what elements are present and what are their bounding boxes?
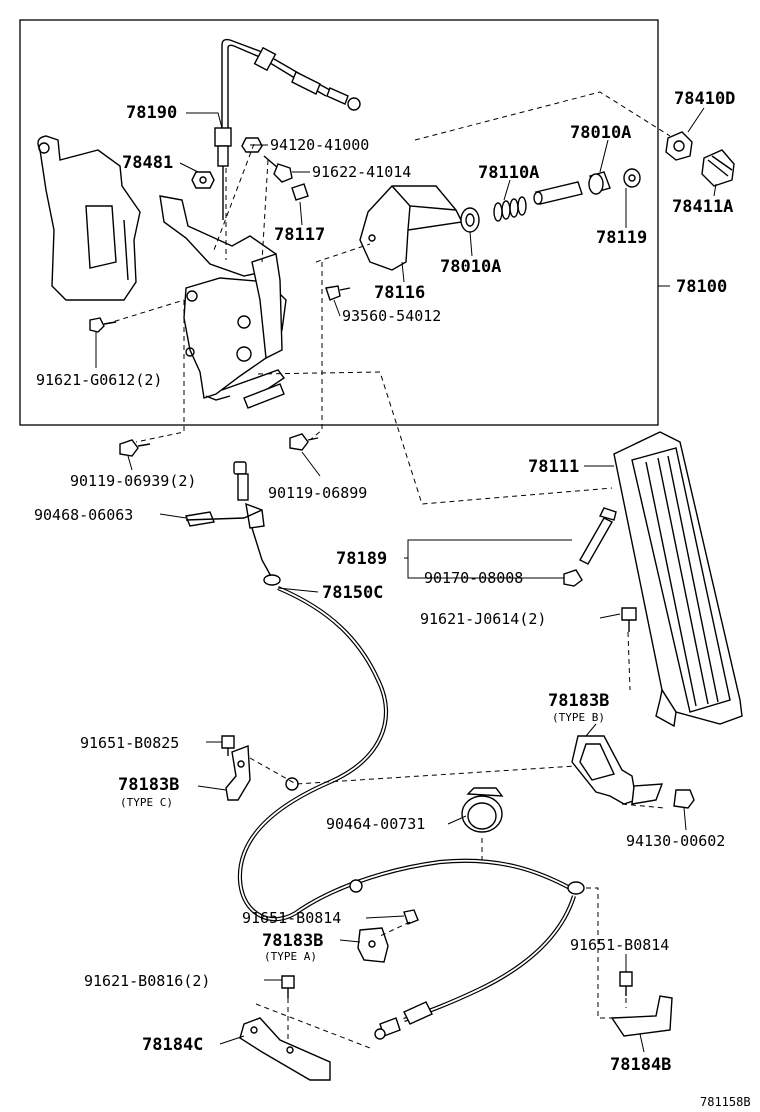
label-78183B-type-a: 78183B xyxy=(262,931,323,951)
bracket-78183B-type-a-drawing xyxy=(357,927,389,963)
label-78481: 78481 xyxy=(122,153,173,173)
label-91621-B0816: 91621-B0816(2) xyxy=(84,972,210,990)
label-91621-G0612: 91621-G0612(2) xyxy=(36,371,162,389)
label-type-c: (TYPE C) xyxy=(120,796,173,809)
bushing-78010A-lower-drawing xyxy=(460,207,480,233)
rod-drawing xyxy=(533,181,583,205)
label-78116: 78116 xyxy=(374,283,425,303)
bolt-90170-drawing xyxy=(563,507,617,587)
bolt-90119-06899-drawing xyxy=(289,433,319,451)
label-91651-B0814-a: 91651-B0814 xyxy=(242,909,341,927)
bolt-91621-G0612-drawing xyxy=(89,317,117,333)
label-78110A: 78110A xyxy=(478,163,539,183)
cover-plate-drawing xyxy=(37,135,141,301)
pedal-lever-assembly-drawing xyxy=(159,195,287,409)
bracket-78183B-type-c-drawing xyxy=(225,745,251,801)
label-90464-00731: 90464-00731 xyxy=(326,815,425,833)
bracket-78184C-drawing xyxy=(239,1017,331,1081)
spring-78110A-drawing xyxy=(493,196,527,222)
label-78184C: 78184C xyxy=(142,1035,203,1055)
label-93560-54012: 93560-54012 xyxy=(342,307,441,325)
bracket-78184B-drawing xyxy=(610,995,673,1037)
label-78410D: 78410D xyxy=(674,89,735,109)
bolt-91622-drawing xyxy=(263,155,293,183)
label-90170-08008: 90170-08008 xyxy=(424,569,523,587)
label-91622-41014: 91622-41014 xyxy=(312,163,411,181)
label-91651-B0814-b: 91651-B0814 xyxy=(570,936,669,954)
label-90119-06939: 90119-06939(2) xyxy=(70,472,196,490)
label-78183B-type-b: 78183B xyxy=(548,691,609,711)
label-78111: 78111 xyxy=(528,457,579,477)
bolt-90119-06939-drawing xyxy=(119,439,151,457)
label-78010A-upper: 78010A xyxy=(570,123,631,143)
sub-assembly-frame xyxy=(19,19,659,426)
label-94130-00602: 94130-00602 xyxy=(626,832,725,850)
clip-90468-drawing xyxy=(185,511,215,527)
label-90119-06899: 90119-06899 xyxy=(268,484,367,502)
label-78100: 78100 xyxy=(676,277,727,297)
label-type-a: (TYPE A) xyxy=(264,950,317,963)
label-91651-B0825: 91651-B0825 xyxy=(80,734,179,752)
pedal-78111-drawing xyxy=(613,431,743,728)
label-94120-41000: 94120-41000 xyxy=(270,136,369,154)
label-reference-code: 781158B xyxy=(700,1095,751,1109)
label-78183B-type-c: 78183B xyxy=(118,775,179,795)
knob-78411A-drawing xyxy=(701,149,735,187)
bracket-78183B-type-b-drawing xyxy=(571,735,664,805)
label-91621-J0614: 91621-J0614(2) xyxy=(420,610,546,628)
label-type-b: (TYPE B) xyxy=(552,711,605,724)
nut-78481-drawing xyxy=(191,171,215,189)
bushing-78010A-upper-drawing xyxy=(588,171,611,195)
clip-78117-drawing xyxy=(291,183,309,201)
label-78010A-lower: 78010A xyxy=(440,257,501,277)
bolt-93560-drawing xyxy=(325,285,351,301)
cable-78150C-drawing xyxy=(185,461,585,1040)
label-78150C: 78150C xyxy=(322,583,383,603)
label-78411A: 78411A xyxy=(672,197,733,217)
bolt-94130-drawing xyxy=(673,789,695,809)
cable-78190-drawing xyxy=(214,38,361,220)
label-78119: 78119 xyxy=(596,228,647,248)
label-78117: 78117 xyxy=(274,225,325,245)
label-78190: 78190 xyxy=(126,103,177,123)
bolt-91651-B0814-b-drawing xyxy=(619,971,633,996)
bolt-91651-B0825-drawing xyxy=(221,735,235,756)
bracket-78116-drawing xyxy=(359,185,464,271)
label-78189: 78189 xyxy=(336,549,387,569)
bolt-91621-B0816-drawing xyxy=(281,975,295,998)
clamp-90464-drawing xyxy=(461,787,504,833)
bolt-91651-B0814-a-drawing xyxy=(403,909,419,925)
label-90468-06063: 90468-06063 xyxy=(34,506,133,524)
bolt-91621-J0614-drawing xyxy=(621,607,637,632)
washer-78119-drawing xyxy=(623,168,641,188)
label-78184B: 78184B xyxy=(610,1055,671,1075)
cap-78410D-drawing xyxy=(665,131,693,161)
